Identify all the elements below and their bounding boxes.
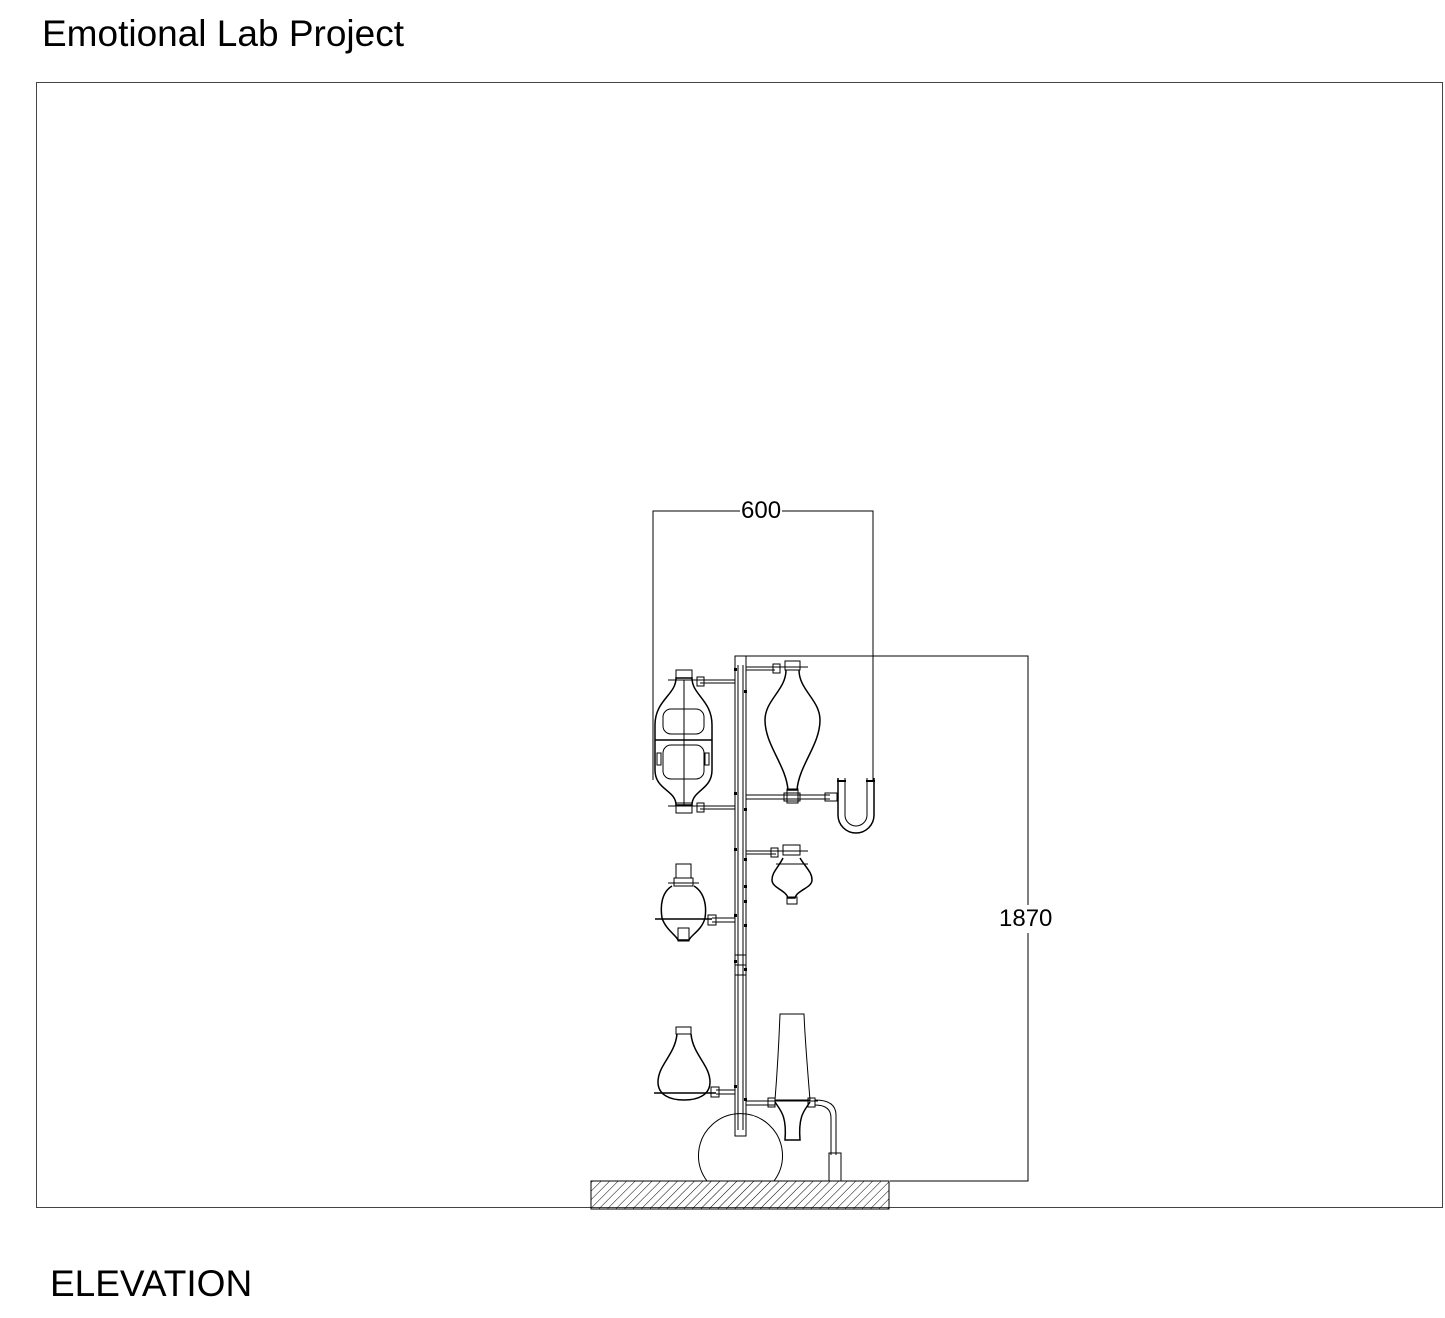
dimension-height-label: 1870 xyxy=(998,905,1054,933)
view-label: ELEVATION xyxy=(50,1263,253,1304)
round-bulb-flask-mid-left xyxy=(655,863,735,942)
vertical-support-pole xyxy=(734,655,747,1137)
dimension-width-label: 600 xyxy=(740,497,783,525)
dimension-height-lines xyxy=(735,655,1029,1182)
round-bottom-flask-base xyxy=(698,1113,783,1182)
capsule-flask-top-left xyxy=(654,669,735,814)
u-tube xyxy=(837,778,875,834)
conical-flask-low-left xyxy=(654,1026,735,1101)
bent-tube-outlet xyxy=(814,1099,842,1182)
vase-flask-mid-right xyxy=(746,844,813,905)
separatory-funnel-top-right xyxy=(746,660,838,804)
hatched-base-plinth xyxy=(590,1180,890,1210)
tall-cylinder-flask-low-right xyxy=(746,1013,818,1141)
drawing-title: Emotional Lab Project xyxy=(42,13,404,54)
